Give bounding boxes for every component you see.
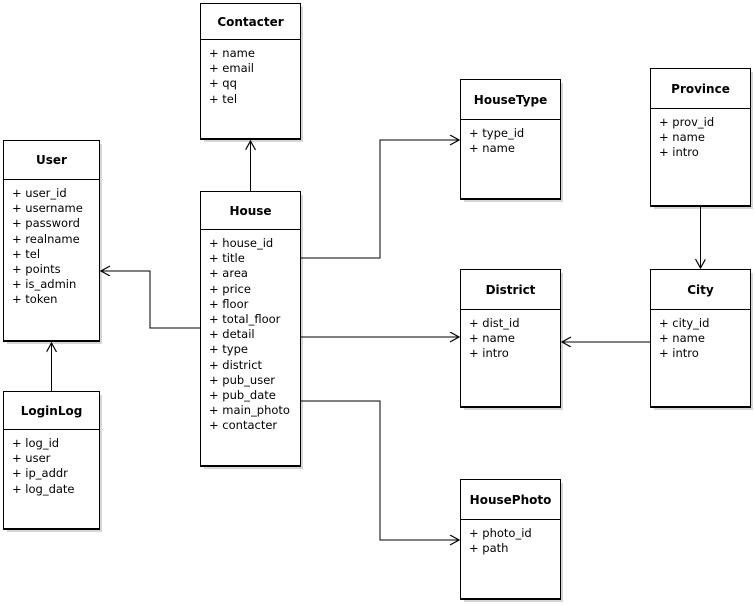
class-name-house: House [201, 192, 300, 230]
class-box-loginlog[interactable]: LoginLog + log_id+ user+ ip_addr+ log_da… [3, 391, 100, 530]
class-attributes-housephoto: + photo_id+ path [461, 520, 560, 599]
class-box-province[interactable]: Province + prov_id+ name+ intro [650, 68, 751, 207]
class-attribute: + tel [12, 246, 41, 261]
class-attribute: + name [209, 46, 255, 60]
edge-house-to-user [101, 271, 200, 329]
class-attribute: + name [469, 141, 515, 156]
class-attribute: + price [209, 281, 251, 296]
class-box-house[interactable]: House + house_id+ title+ area+ price+ fl… [200, 191, 301, 467]
class-name-contacter: Contacter [201, 4, 300, 40]
edge-house-to-housetype [301, 140, 459, 259]
class-box-housetype[interactable]: HouseType + type_id+ name [460, 79, 561, 200]
class-attribute: + intro [469, 346, 509, 361]
class-attribute: + pub_user [209, 372, 276, 387]
class-attributes-user: + user_id+ username+ password+ realname+… [4, 180, 99, 341]
class-attribute: + path [469, 541, 509, 556]
class-attribute: + intro [659, 346, 699, 361]
class-attribute: + name [659, 130, 705, 145]
class-attribute: + token [12, 292, 58, 307]
class-attribute: + password [12, 216, 80, 231]
class-attribute: + tel [209, 91, 238, 106]
class-attribute: + type_id [469, 126, 525, 140]
class-attributes-city: + city_id+ name+ intro [651, 310, 750, 407]
class-attribute: + detail [209, 327, 255, 342]
class-attribute: + intro [659, 145, 699, 160]
class-box-district[interactable]: District + dist_id+ name+ intro [460, 269, 561, 408]
class-attribute: + user [12, 451, 51, 466]
class-attribute: + email [209, 61, 255, 76]
class-attribute: + total_floor [209, 312, 281, 327]
class-attribute: + city_id [659, 316, 710, 330]
class-attributes-district: + dist_id+ name+ intro [461, 310, 560, 407]
class-name-housephoto: HousePhoto [461, 480, 560, 520]
class-attribute: + log_id [12, 436, 60, 450]
class-attribute: + is_admin [12, 277, 77, 292]
class-box-housephoto[interactable]: HousePhoto + photo_id+ path [460, 479, 561, 600]
edge-house-to-housephoto [301, 400, 459, 540]
class-name-housetype: HouseType [461, 80, 560, 120]
class-name-district: District [461, 270, 560, 310]
class-attribute: + type [209, 342, 248, 357]
class-attribute: + prov_id [659, 115, 715, 129]
class-attribute: + user_id [12, 186, 67, 200]
class-attribute: + name [659, 331, 705, 346]
class-attribute: + ip_addr [12, 466, 68, 481]
class-box-user[interactable]: User + user_id+ username+ password+ real… [3, 140, 100, 342]
class-attributes-housetype: + type_id+ name [461, 120, 560, 199]
class-attribute: + contacter [209, 418, 278, 433]
class-attribute: + house_id [209, 236, 274, 250]
class-attributes-contacter: + name+ email+ qq+ tel [201, 40, 300, 139]
class-box-contacter[interactable]: Contacter + name+ email+ qq+ tel [200, 3, 301, 140]
class-attribute: + photo_id [469, 526, 532, 540]
class-attribute: + district [209, 357, 263, 372]
class-attribute: + username [12, 201, 83, 216]
class-attribute: + name [469, 331, 515, 346]
class-name-province: Province [651, 69, 750, 109]
class-attribute: + main_photo [209, 403, 290, 418]
class-attribute: + dist_id [469, 316, 520, 330]
class-attribute: + qq [209, 76, 237, 91]
class-attribute: + points [12, 262, 61, 277]
class-attribute: + area [209, 266, 248, 281]
class-attribute: + realname [12, 231, 80, 246]
class-name-city: City [651, 270, 750, 310]
class-attribute: + log_date [12, 481, 75, 496]
class-attributes-province: + prov_id+ name+ intro [651, 109, 750, 206]
class-attribute: + title [209, 251, 245, 266]
class-name-user: User [4, 141, 99, 180]
class-attribute: + floor [209, 296, 249, 311]
class-attribute: + pub_date [209, 388, 276, 403]
class-box-city[interactable]: City + city_id+ name+ intro [650, 269, 751, 408]
class-attributes-house: + house_id+ title+ area+ price+ floor+ t… [201, 230, 300, 466]
class-name-loginlog: LoginLog [4, 392, 99, 430]
class-attributes-loginlog: + log_id+ user+ ip_addr+ log_date [4, 430, 99, 529]
